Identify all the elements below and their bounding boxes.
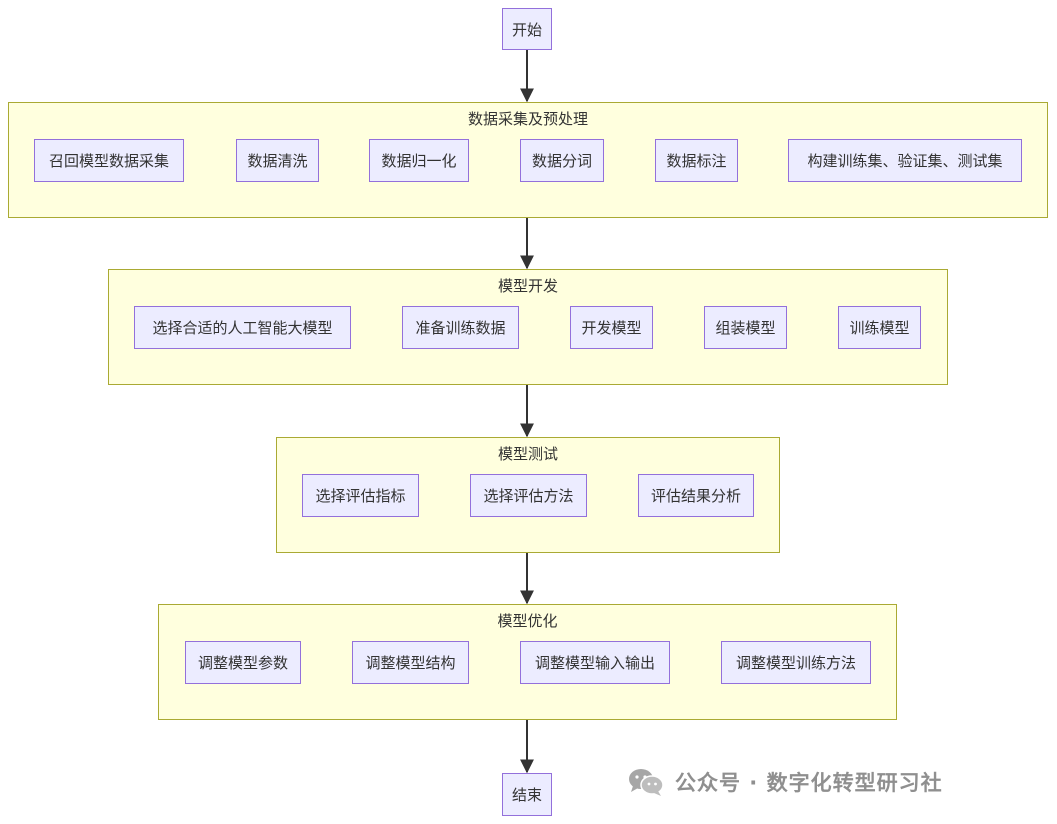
- node-tune-parameters: 调整模型参数: [185, 641, 301, 684]
- node-result-analysis: 评估结果分析: [638, 474, 754, 517]
- node-tune-io: 调整模型输入输出: [520, 641, 670, 684]
- node-data-normalization: 数据归一化: [369, 139, 469, 182]
- node-prepare-training-data: 准备训练数据: [402, 306, 519, 349]
- node-recall-data-collection: 召回模型数据采集: [34, 139, 184, 182]
- watermark: 公众号 · 数字化转型研习社: [627, 762, 943, 802]
- node-build-datasets: 构建训练集、验证集、测试集: [788, 139, 1022, 182]
- end-node: 结束: [502, 773, 552, 816]
- node-assemble-model: 组装模型: [704, 306, 787, 349]
- watermark-text: 公众号 · 数字化转型研习社: [675, 771, 943, 795]
- cluster-title: 模型测试: [497, 445, 558, 463]
- node-data-tokenization: 数据分词: [520, 139, 604, 182]
- cluster-title: 模型优化: [497, 612, 558, 630]
- start-node: 开始: [502, 8, 552, 50]
- cluster-title: 数据采集及预处理: [467, 110, 588, 128]
- wechat-icon: [629, 769, 664, 796]
- node-data-cleaning: 数据清洗: [236, 139, 319, 182]
- node-tune-training-method: 调整模型训练方法: [721, 641, 871, 684]
- node-develop-model: 开发模型: [570, 306, 653, 349]
- node-tune-structure: 调整模型结构: [352, 641, 469, 684]
- cluster-title: 模型开发: [497, 277, 558, 295]
- node-train-model: 训练模型: [838, 306, 921, 349]
- node-select-evaluation-method: 选择评估方法: [470, 474, 587, 517]
- node-select-metrics: 选择评估指标: [302, 474, 419, 517]
- node-data-labeling: 数据标注: [655, 139, 738, 182]
- node-select-model: 选择合适的人工智能大模型: [134, 306, 351, 349]
